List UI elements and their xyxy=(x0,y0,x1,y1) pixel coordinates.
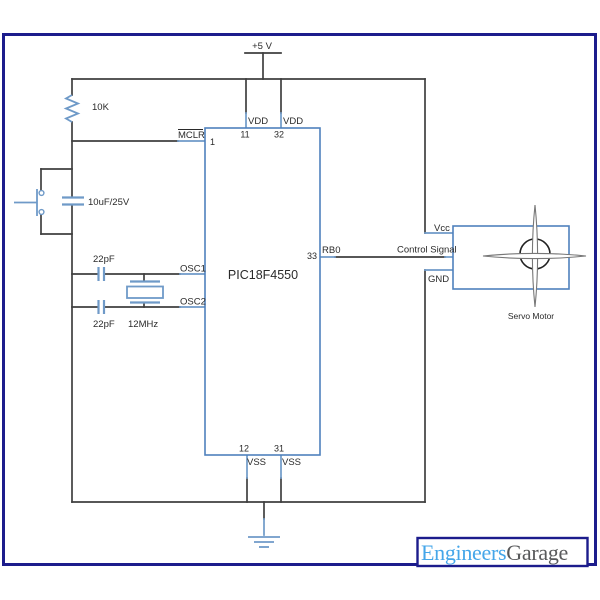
crystal-body xyxy=(126,285,164,299)
osc2-capacitor xyxy=(97,300,106,314)
crystal-label: 12MHz xyxy=(128,319,158,330)
button-contact-top xyxy=(38,189,45,197)
crystal-oscillator xyxy=(126,280,164,304)
pin-vdd1-number: 11 xyxy=(240,130,249,140)
logo-part-engineers: Engineers xyxy=(421,540,506,565)
electrolytic-capacitor xyxy=(62,196,84,206)
logo-part-garage: Garage xyxy=(506,540,568,565)
servo-vcc-label: Vcc xyxy=(434,223,450,234)
servo-signal-label: Control Signal xyxy=(397,245,457,256)
ic-name-label: PIC18F4550 xyxy=(228,268,298,282)
pin-vss2-name: VSS xyxy=(282,457,301,468)
logo-text: EngineersGarage xyxy=(421,540,568,565)
osc1-capacitor xyxy=(97,267,106,281)
logo-box xyxy=(416,536,589,568)
propeller-horizontal-blade xyxy=(482,252,587,260)
wires xyxy=(40,52,446,520)
resistor-label: 10K xyxy=(92,102,110,113)
push-button xyxy=(14,189,45,216)
diagram-border xyxy=(2,33,597,566)
button-contact-bottom xyxy=(38,208,45,216)
pin-vss1-number: 12 xyxy=(239,444,249,454)
pin-rb0-number: 33 xyxy=(307,251,317,261)
pin-vdd2-number: 32 xyxy=(274,130,284,140)
pin-osc1-name: OSC1 xyxy=(180,264,206,275)
cap2-label: 22pF xyxy=(93,319,115,330)
resistor-zigzag xyxy=(63,94,81,123)
servo-motor-label: Servo Motor xyxy=(508,311,554,321)
ic-body xyxy=(204,127,321,456)
supply-label: +5 V xyxy=(252,41,272,52)
pin-mclr-name: MCLR xyxy=(178,130,205,141)
pin-vdd2-name: VDD xyxy=(283,116,303,127)
brand-logo: EngineersGarage xyxy=(416,536,589,568)
cap1-label: 22pF xyxy=(93,254,115,265)
pin-vdd1-name: VDD xyxy=(248,116,268,127)
pin-vss2-number: 31 xyxy=(274,444,284,454)
pin-osc2-name: OSC2 xyxy=(180,297,206,308)
servo-gnd-label: GND xyxy=(428,274,449,285)
servo-motor xyxy=(452,204,587,308)
pin-vss1-name: VSS xyxy=(247,457,266,468)
ground-symbol xyxy=(248,536,280,548)
electrolytic-cap-label: 10uF/25V xyxy=(88,197,130,208)
pin-rb0-name: RB0 xyxy=(322,245,340,256)
pin-mclr-number: 1 xyxy=(210,137,215,147)
pin-stubs xyxy=(177,112,454,536)
